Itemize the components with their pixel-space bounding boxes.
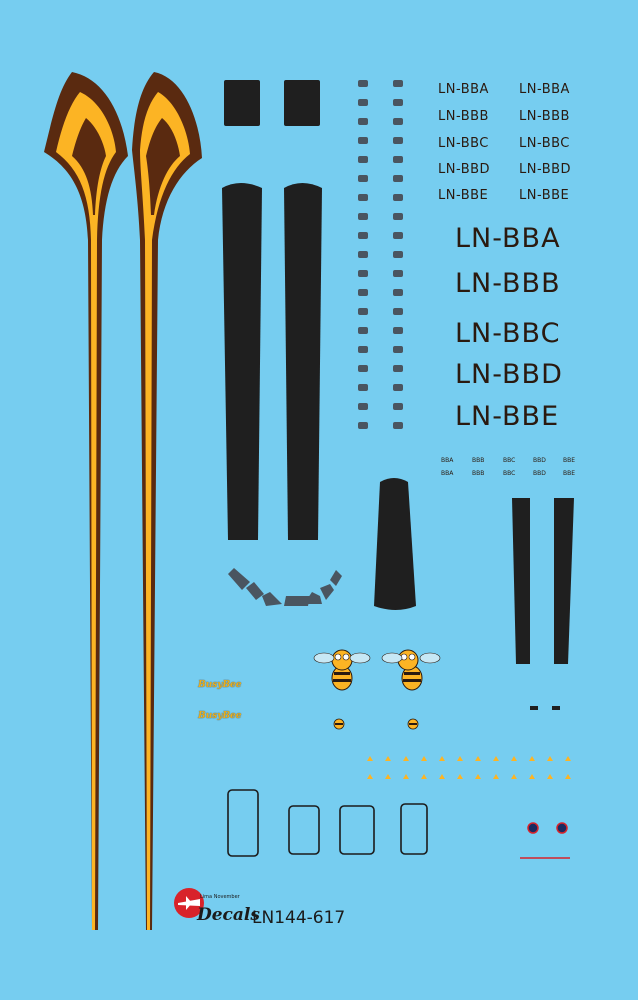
busybee-logo-2: BusyBee bbox=[198, 711, 242, 721]
reg-tiny-2-3: BBC bbox=[503, 470, 516, 477]
small-marks bbox=[530, 706, 560, 710]
reg-small-right-5: LN-BBE bbox=[519, 188, 570, 203]
reg-small-right-2: LN-BBB bbox=[519, 109, 570, 124]
reg-small-left-4: LN-BBD bbox=[438, 162, 491, 177]
reg-tiny-1-2: BBB bbox=[472, 457, 485, 464]
roundels bbox=[520, 822, 570, 859]
reg-small-left-1: LN-BBA bbox=[438, 82, 489, 97]
brand-name-big: Decals bbox=[197, 905, 260, 925]
reg-small-left-3: LN-BBC bbox=[438, 136, 489, 151]
reg-large-4: LN-BBD bbox=[455, 359, 563, 390]
reg-tiny-1-1: BBA bbox=[441, 457, 454, 464]
reg-large-2: LN-BBB bbox=[455, 268, 561, 299]
reg-small-right-1: LN-BBA bbox=[519, 82, 570, 97]
reg-small-left-5: LN-BBE bbox=[438, 188, 489, 203]
window-strips bbox=[358, 80, 403, 429]
yellow-markers bbox=[367, 756, 571, 779]
reg-tiny-1-5: BBE bbox=[563, 457, 576, 464]
bee-mini-right bbox=[407, 718, 419, 730]
reg-large-3: LN-BBC bbox=[455, 318, 561, 349]
bee-mascot-right bbox=[381, 649, 441, 691]
door-outlines bbox=[227, 789, 428, 857]
reg-tiny-1-3: BBC bbox=[503, 457, 516, 464]
product-code: LN144-617 bbox=[252, 908, 346, 928]
brand-logo bbox=[174, 888, 204, 918]
left-fin-stripe bbox=[44, 72, 128, 930]
reg-tiny-2-4: BBD bbox=[533, 470, 546, 477]
reg-tiny-2-2: BBB bbox=[472, 470, 485, 477]
right-fin-stripe bbox=[132, 72, 202, 930]
reg-large-1: LN-BBA bbox=[455, 223, 561, 254]
busybee-logo-1: BusyBee bbox=[198, 680, 242, 690]
reg-tiny-2-1: BBA bbox=[441, 470, 454, 477]
reg-tiny-1-4: BBD bbox=[533, 457, 546, 464]
black-stripes bbox=[222, 80, 574, 664]
bee-mascot-left bbox=[313, 649, 371, 691]
brand-name-small: Lima November bbox=[200, 894, 240, 900]
reg-small-right-3: LN-BBC bbox=[519, 136, 570, 151]
reg-small-left-2: LN-BBB bbox=[438, 109, 489, 124]
bee-mini-left bbox=[333, 718, 345, 730]
reg-large-5: LN-BBE bbox=[455, 401, 560, 432]
reg-tiny-2-5: BBE bbox=[563, 470, 576, 477]
cockpit-windows bbox=[228, 568, 342, 606]
reg-small-right-4: LN-BBD bbox=[519, 162, 572, 177]
